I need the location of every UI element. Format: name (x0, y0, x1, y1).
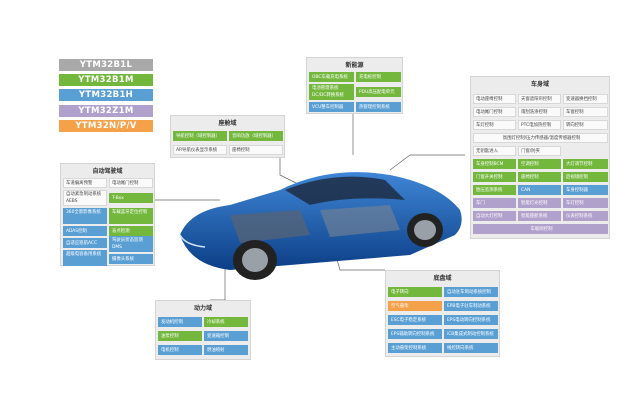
domain-item: 氛围灯控制/压力传感器/温度传感器控制 (473, 133, 608, 143)
domain-item: 车灯控制 (563, 198, 608, 208)
domain-item: 电机控制 (158, 345, 202, 355)
domain-item: 车身控制器 (563, 185, 608, 195)
car-illustration (179, 172, 462, 280)
panel-title: 自动驾驶域 (92, 168, 123, 175)
domain-item: 电子转向 (388, 287, 442, 297)
domain-item: ESC电子稳定系统 (388, 315, 442, 325)
domain-item: 摄像头系统 (109, 254, 153, 264)
domain-item: 电动尾门控制 (473, 107, 516, 117)
domain-item: 车身控制BCM (473, 159, 516, 169)
domain-item: 无钥匙进入 (473, 146, 516, 156)
domain-item: 音响功放（域控制器） (229, 131, 283, 141)
domain-item: ADAS控制 (63, 226, 107, 236)
domain-item: 后视镜控制 (563, 172, 608, 182)
domain-item: 自适应巡航ACC (63, 238, 107, 248)
domain-item: 空调控制 (518, 159, 561, 169)
domain-item: VCU整车控制器 (309, 102, 354, 112)
domain-item: 燃油喷射 (204, 345, 248, 355)
domain-item: 热管理控制系统 (356, 102, 401, 112)
domain-item: 车联网控制 (473, 224, 608, 234)
body-panel: 车身域 电动座椅控制 天窗遮阳帘控制 变速器换挡控制 电动尾门控制 雨刮洗涤控制… (470, 76, 610, 239)
domain-item: 导航控制（域控制器） (173, 131, 227, 141)
domain-item: 仪表控制系统 (563, 211, 608, 221)
domain-item: 门窗开关控制 (473, 172, 516, 182)
legend-item: YTM32B1L (59, 59, 153, 71)
domain-item: 转向控制 (563, 120, 608, 130)
panel-title: 动力域 (193, 305, 212, 312)
domain-item: 门窗/防夹 (518, 146, 561, 156)
domain-item: 座椅控制 (229, 145, 283, 155)
domain-item: 自动大灯控制 (473, 211, 516, 221)
domain-item: 车门 (473, 198, 516, 208)
domain-item: EPS辅助转向控制系统 (388, 329, 442, 339)
domain-item: 超级电容备用系统 (63, 250, 107, 266)
domain-item: 线控转向系统 (444, 343, 498, 353)
domain-item: 智能座舱系统 (518, 211, 561, 221)
panel-title: 车身域 (530, 81, 549, 88)
domain-item: 天窗遮阳帘控制 (518, 94, 561, 104)
domain-item: 雨刮洗涤控制 (518, 107, 561, 117)
domain-item: 冷却系统 (204, 317, 248, 327)
domain-item: 空气悬架 (388, 301, 442, 311)
legend-item: YTM32B1M (59, 74, 153, 86)
domain-item: PTC电加热控制 (518, 120, 561, 130)
domain-item: 充电桩控制 (356, 72, 401, 82)
domain-item: 电池管理系统 DC/DC转换系统 (309, 84, 354, 100)
domain-item: AR导航仪表显示系统 (173, 145, 227, 155)
domain-item: 车载蓝牙定位控制 (109, 208, 153, 224)
power-panel: 动力域 发动机控制 冷却系统 油泵控制 变速箱控制 电机控制 燃油喷射 (155, 300, 251, 360)
domain-item: 车灯控制 (473, 120, 516, 130)
legend-item: YTM32Z1M (59, 105, 153, 117)
domain-item: 自动驻车制动系统控制 (444, 287, 498, 297)
domain-item: 胎压监测系统 (473, 185, 516, 195)
legend-item: YTM32N/P/V (59, 120, 153, 132)
domain-item: 座椅控制 (518, 172, 561, 182)
domain-item: 360全景影像系统 (63, 208, 107, 224)
energy-panel: 新能源 OBC车载充电系统 充电桩控制 电池管理系统 DC/DC转换系统 PDU… (306, 57, 403, 114)
domain-item: 变速器换挡控制 (563, 94, 608, 104)
domain-item: iCB集成式制动控制系统 (444, 329, 498, 339)
domain-item: PDU高压配电单元 (356, 87, 401, 97)
domain-item: 自动紧急制动系统AEBS (63, 190, 107, 206)
domain-item: 主动悬架控制系统 (388, 343, 442, 353)
domain-item: OBC车载充电系统 (309, 72, 354, 82)
panel-title: 座舱域 (218, 120, 237, 127)
domain-item: EPS电动转向控制系统 (444, 315, 498, 325)
domain-item: 车窗控制 (563, 107, 608, 117)
domain-item: CAN (518, 185, 561, 195)
domain-item: 智能灯光控制 (518, 198, 561, 208)
domain-item: 驾驶员状态监测DMS (109, 236, 153, 252)
domain-item: 电动尾门控制 (109, 178, 153, 188)
adas-panel: 自动驾驶域 车道偏离预警 电动尾门控制 自动紧急制动系统AEBS T-Box 3… (60, 163, 155, 266)
domain-item: 发动机控制 (158, 317, 202, 327)
domain-item: 车道偏离预警 (63, 178, 107, 188)
chassis-panel: 底盘域 电子转向 自动驻车制动系统控制 空气悬架 EPB电子驻车制动系统 ESC… (385, 270, 500, 357)
domain-item: 油泵控制 (158, 331, 202, 341)
domain-item: EPB电子驻车制动系统 (444, 301, 498, 311)
cockpit-panel: 座舱域 导航控制（域控制器） 音响功放（域控制器） AR导航仪表显示系统 座椅控… (170, 115, 285, 158)
panel-title: 底盘域 (433, 275, 452, 282)
domain-item: 电动座椅控制 (473, 94, 516, 104)
legend-item: YTM32B1H (59, 89, 153, 101)
domain-item: 变速箱控制 (204, 331, 248, 341)
domain-item: 盲点检测 (109, 226, 153, 236)
domain-item: T-Box (109, 193, 153, 203)
domain-item: 大灯调节控制 (563, 159, 608, 169)
panel-title: 新能源 (345, 62, 364, 69)
